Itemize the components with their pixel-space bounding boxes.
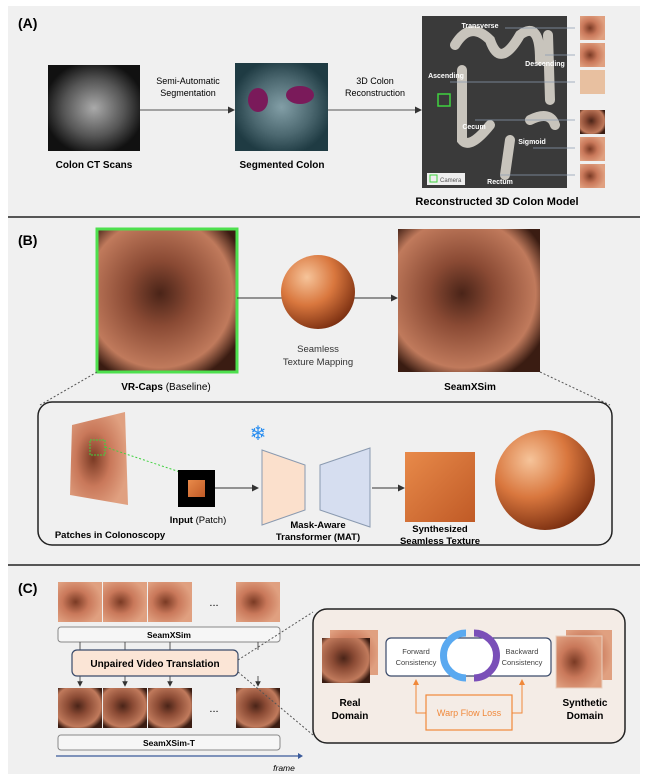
- seamxsim-bar: [57, 626, 281, 643]
- segmented-caption: Segmented Colon: [239, 160, 324, 171]
- vr-caps-image: [95, 227, 239, 374]
- backward-cycle-arrow: [473, 629, 500, 682]
- model-caption: Reconstructed 3D Colon Model: [415, 196, 578, 208]
- panel-c-label: (C): [18, 580, 37, 596]
- forward-cycle-arrow: [440, 629, 467, 682]
- snowflake-icon: ❄: [250, 423, 267, 445]
- frame-axis-arrowhead: [298, 753, 303, 759]
- synthetic-domain-label-line1: Synthetic: [562, 698, 607, 709]
- warp-flow-loss-label: Warp Flow Loss: [437, 708, 502, 718]
- seamxsim-caption: SeamXSim: [444, 382, 496, 393]
- view-thumbnail: [580, 137, 605, 161]
- seamxsim-t-bar-label: SeamXSim-T: [143, 738, 196, 748]
- mat-encoder: [261, 449, 306, 526]
- seamxsim-frames: [58, 582, 280, 622]
- segmented-tint: [235, 63, 328, 151]
- backward-label-line1: Backward: [506, 647, 539, 656]
- frame-thumbnail: [58, 582, 102, 622]
- segmented-region: [286, 86, 314, 104]
- frame-thumbnail: [148, 582, 192, 622]
- colon-mesh: [450, 25, 560, 180]
- frame-thumbnail: [103, 582, 147, 622]
- backward-label-line2: Consistency: [502, 658, 543, 667]
- synthetic-domain-image: [555, 635, 603, 689]
- view-thumbnail: [580, 16, 605, 40]
- seamxsim-t-bar: [57, 734, 281, 751]
- mat-label-line1: Mask-Aware: [290, 520, 345, 531]
- ct-scan-image: [48, 65, 140, 151]
- frame-thumbnail: [236, 582, 280, 622]
- segmented-region: [248, 88, 268, 112]
- synthetic-domain-label-line2: Domain: [567, 711, 604, 722]
- texture-sphere: [281, 255, 355, 329]
- segment-transverse: Transverse: [462, 23, 499, 30]
- arrow1-label-line2: Segmentation: [160, 88, 216, 98]
- ellipsis: ...: [209, 597, 218, 609]
- real-domain-image: [322, 638, 370, 683]
- arrow2-label-line2: Reconstruction: [345, 88, 405, 98]
- view-thumbnail: [580, 70, 605, 94]
- view-thumbnail: [580, 110, 605, 134]
- frame-thumbnail: [58, 688, 102, 728]
- warp-arrow-right: [512, 679, 525, 714]
- mat-label-line2: Transformer (MAT): [276, 532, 360, 543]
- vr-caps-caption: VR-Caps (Baseline): [121, 382, 211, 393]
- frame-axis-label: frame: [273, 763, 295, 773]
- synthesized-texture: [405, 452, 475, 522]
- patches-caption: Patches in Colonoscopy: [55, 530, 166, 541]
- frame-thumbnail: [148, 688, 192, 728]
- video-translation-label: Unpaired Video Translation: [90, 659, 219, 670]
- view-thumbnails: [580, 16, 605, 188]
- segment-sigmoid: Sigmoid: [518, 139, 546, 146]
- ct-caption: Colon CT Scans: [56, 160, 133, 171]
- input-patch-content: [188, 480, 205, 497]
- panel-b-label: (B): [18, 232, 37, 248]
- texture-label-line1: Synthesized: [412, 524, 468, 535]
- arrow2-label-line1: 3D Colon: [356, 76, 394, 86]
- view-thumbnail: [580, 164, 605, 188]
- texture-label-line2: Seamless Texture: [400, 536, 480, 547]
- pipeline-box: [37, 401, 613, 546]
- forward-label-line2: Consistency: [396, 658, 437, 667]
- warp-arrow-left: [413, 679, 426, 714]
- mapping-label-line1: Seamless: [297, 344, 339, 355]
- segment-descending: Descending: [525, 61, 565, 68]
- segment-ascending: Ascending: [428, 73, 464, 80]
- seamxsim-image: [398, 229, 540, 372]
- frame-thumbnail: [103, 688, 147, 728]
- translated-frames: [58, 688, 280, 728]
- forward-label-line1: Forward: [402, 647, 430, 656]
- textured-sphere: [495, 430, 595, 530]
- camera-marker: [437, 93, 451, 107]
- patch-link: [104, 446, 181, 473]
- mapping-label-line2: Texture Mapping: [283, 357, 353, 368]
- view-thumbnail: [580, 43, 605, 67]
- real-domain-label-line2: Domain: [332, 711, 369, 722]
- warp-flow-loss-box: [425, 694, 513, 731]
- video-translation-box: [71, 649, 239, 677]
- seamxsim-bar-label: SeamXSim: [147, 630, 191, 640]
- mat-decoder: [319, 447, 371, 528]
- arrow1-label-line1: Semi-Automatic: [156, 76, 220, 86]
- segment-cecum: Cecum: [462, 124, 485, 131]
- frame-thumbnail: [236, 688, 280, 728]
- camera-legend-swatch: [429, 174, 438, 183]
- panel-a-label: (A): [18, 15, 37, 31]
- colonoscopy-patches-image: [70, 412, 128, 505]
- input-caption: Input (Patch): [170, 515, 226, 526]
- ellipsis: ...: [209, 703, 218, 715]
- real-domain-label-line1: Real: [339, 698, 360, 709]
- camera-legend-text: Camera: [440, 178, 462, 184]
- segment-rectum: Rectum: [487, 179, 513, 186]
- consistency-box: [385, 637, 552, 677]
